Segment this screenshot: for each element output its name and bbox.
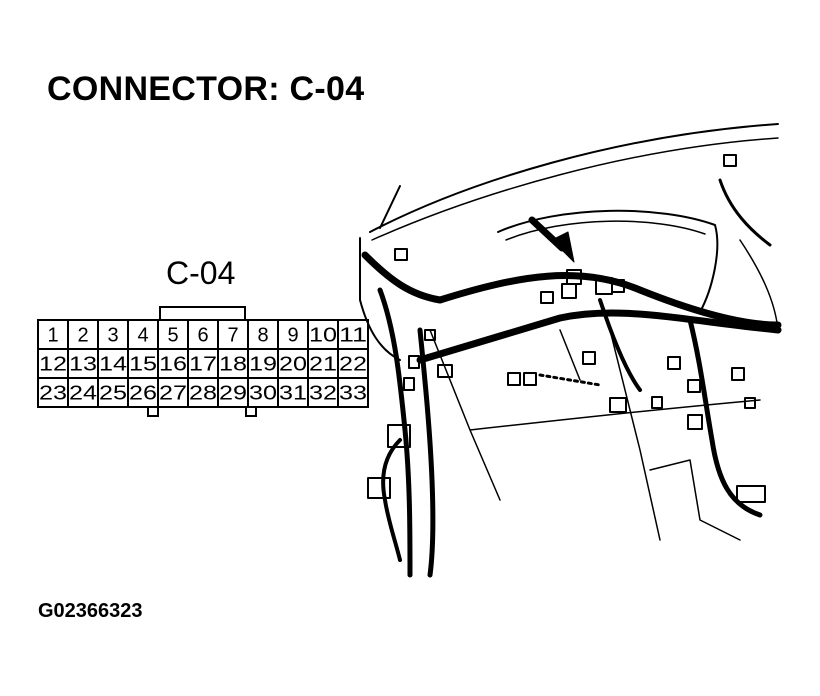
pin-number: 8: [257, 325, 268, 347]
dotted-branch: [538, 373, 602, 387]
pin-number: 29: [219, 383, 247, 405]
connector-box: [437, 364, 453, 378]
pin-number: 24: [69, 383, 97, 405]
connector-box: [687, 379, 701, 393]
lower-harness-trunk: [416, 309, 782, 364]
pin-number: 27: [159, 383, 187, 405]
pin-number: 17: [189, 354, 217, 376]
connector-box: [561, 283, 577, 299]
pin-cell-border: [337, 377, 369, 408]
connector-box: [667, 356, 681, 370]
pin-number: 20: [279, 354, 307, 376]
connector-box: [736, 485, 766, 503]
connector-lock-tab: [159, 306, 246, 320]
cowl-line: [371, 137, 779, 241]
pin-number: 31: [279, 383, 307, 405]
pin-number: 25: [99, 383, 127, 405]
pin-number: 2: [77, 325, 88, 347]
pin-number: 26: [129, 383, 157, 405]
lower-panel: [649, 459, 741, 541]
pin-cell: 33: [337, 377, 369, 408]
cluster-hood-inner: [505, 220, 706, 241]
pin-number: 6: [197, 325, 208, 347]
pin-number: 23: [39, 383, 67, 405]
connector-box: [523, 372, 537, 386]
pin-number: 16: [159, 354, 187, 376]
pin-number: 28: [189, 383, 217, 405]
connector-box: [609, 397, 627, 413]
connector-box: [611, 279, 625, 293]
pin-number: 13: [69, 354, 97, 376]
pin-number: 11: [339, 325, 367, 347]
pin-number: 10: [309, 325, 337, 347]
pin-number: 3: [107, 325, 118, 347]
left-harness-branch: [381, 438, 402, 562]
pillar-line: [379, 185, 401, 229]
connector-box: [651, 396, 663, 409]
pin-number: 18: [219, 354, 247, 376]
dash-right-edge: [739, 239, 779, 331]
cluster-hood: [497, 209, 719, 313]
connector-box: [687, 414, 703, 430]
connector-box: [367, 477, 391, 499]
dash-left-edge: [359, 237, 401, 361]
dash-panel-outline: [429, 329, 761, 501]
connector-box: [723, 154, 737, 167]
pin-number: 32: [309, 383, 337, 405]
connector-box: [744, 397, 756, 409]
connector-box: [387, 424, 411, 448]
pin-number: 22: [339, 354, 367, 376]
pin-number: 15: [129, 354, 157, 376]
figure-id: G02366323: [38, 600, 143, 622]
connector-box: [540, 291, 554, 304]
connector-box: [566, 269, 582, 285]
connector-box: [394, 248, 408, 261]
pin-number: 9: [287, 325, 298, 347]
pin-number: 19: [249, 354, 277, 376]
pin-number: 1: [47, 325, 58, 347]
connector-label: C-04: [166, 255, 236, 291]
dash-panel-details: [559, 329, 661, 541]
connector-box: [731, 367, 745, 381]
windshield-edge: [369, 123, 779, 233]
center-harness-branch: [598, 298, 642, 392]
pin-number: 5: [167, 325, 178, 347]
connector-box: [582, 351, 596, 365]
connector-box: [408, 355, 420, 369]
upper-right-harness: [718, 178, 772, 247]
left-harness-drop-2: [417, 327, 436, 578]
pointer-arrow-head: [551, 231, 575, 263]
pin-number: 7: [227, 325, 238, 347]
diagram-title: CONNECTOR: C-04: [47, 70, 365, 108]
connector-box: [403, 377, 415, 391]
connector-box: [424, 329, 436, 341]
pin-number: 30: [249, 383, 277, 405]
connector-box: [507, 372, 521, 386]
pin-number: 4: [137, 325, 148, 347]
left-harness-drop-1: [377, 287, 413, 578]
right-harness-drop: [687, 317, 763, 518]
pin-number: 33: [339, 383, 367, 405]
pin-number: 12: [39, 354, 67, 376]
pin-number: 21: [309, 354, 337, 376]
pin-number: 14: [99, 354, 127, 376]
